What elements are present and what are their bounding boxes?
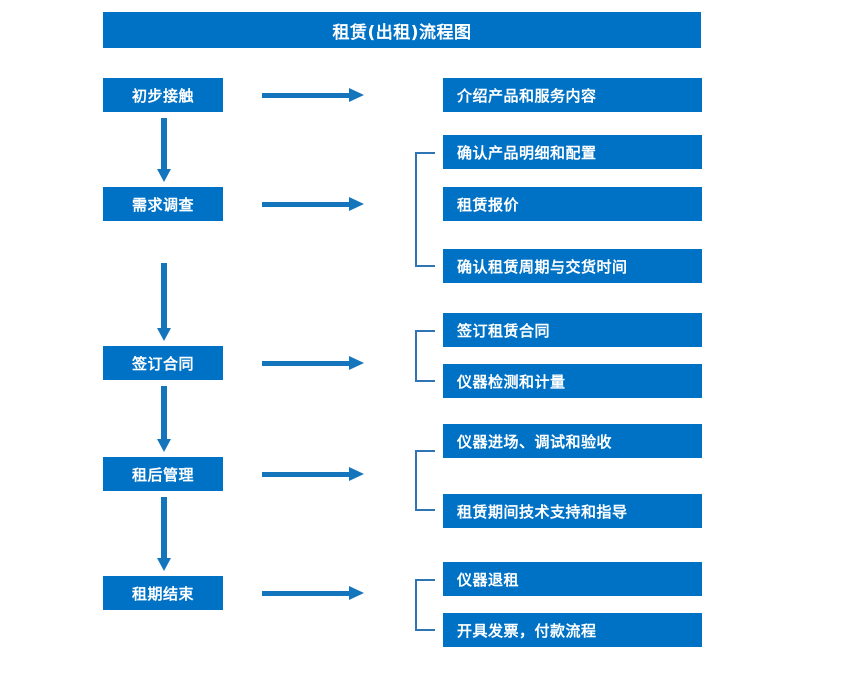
group-bracket-3 [415, 330, 435, 382]
stage-box-initial-contact[interactable]: 初步接触 [103, 78, 223, 112]
arrow-head-icon [157, 439, 171, 452]
vertical-arrow-postrent-to-leaseend [157, 497, 171, 571]
detail-box-confirm-product-spec[interactable]: 确认产品明细和配置 [443, 135, 702, 169]
stage-box-demand-survey[interactable]: 需求调查 [103, 187, 223, 221]
detail-box-introduce-products[interactable]: 介绍产品和服务内容 [443, 78, 702, 112]
arrow-shaft [161, 263, 167, 328]
stage-box-sign-contract[interactable]: 签订合同 [103, 346, 223, 380]
group-bracket-2 [415, 152, 435, 267]
flowchart-title: 租赁(出租)流程图 [103, 12, 701, 48]
horizontal-arrow-initial-contact [262, 88, 364, 102]
horizontal-arrow-sign-contract [262, 356, 364, 370]
arrow-shaft [262, 591, 350, 596]
stage-box-lease-end[interactable]: 租期结束 [103, 576, 223, 610]
horizontal-arrow-demand-survey [262, 197, 364, 211]
arrow-head-icon [157, 558, 171, 571]
detail-box-sign-lease-contract[interactable]: 签订租赁合同 [443, 313, 702, 347]
arrow-shaft [161, 386, 167, 439]
arrow-head-icon [157, 328, 171, 341]
detail-box-invoice-payment[interactable]: 开具发票，付款流程 [443, 613, 702, 647]
horizontal-arrow-lease-end [262, 586, 364, 600]
arrow-shaft [262, 93, 350, 98]
arrow-shaft [262, 361, 350, 366]
vertical-arrow-initial-to-demand [157, 118, 171, 182]
vertical-arrow-contract-to-postrent [157, 386, 171, 452]
stage-box-post-rent-manage[interactable]: 租后管理 [103, 457, 223, 491]
arrow-shaft [161, 118, 167, 169]
arrow-head-icon [349, 586, 364, 600]
group-bracket-5 [415, 579, 435, 631]
horizontal-arrow-post-rent-manage [262, 467, 364, 481]
arrow-head-icon [157, 169, 171, 182]
arrow-shaft [262, 202, 350, 207]
detail-box-technical-support[interactable]: 租赁期间技术支持和指导 [443, 494, 702, 528]
detail-box-instrument-return[interactable]: 仪器退租 [443, 562, 702, 596]
detail-box-rental-quote[interactable]: 租赁报价 [443, 187, 702, 221]
detail-box-confirm-period[interactable]: 确认租赁周期与交货时间 [443, 249, 702, 283]
detail-box-instrument-testing[interactable]: 仪器检测和计量 [443, 364, 702, 398]
detail-box-instrument-entry[interactable]: 仪器进场、调试和验收 [443, 424, 702, 458]
arrow-head-icon [349, 467, 364, 481]
arrow-head-icon [349, 88, 364, 102]
arrow-shaft [262, 472, 350, 477]
arrow-head-icon [349, 356, 364, 370]
group-bracket-4 [415, 450, 435, 511]
arrow-head-icon [349, 197, 364, 211]
arrow-shaft [161, 497, 167, 558]
vertical-arrow-demand-to-contract [157, 263, 171, 341]
